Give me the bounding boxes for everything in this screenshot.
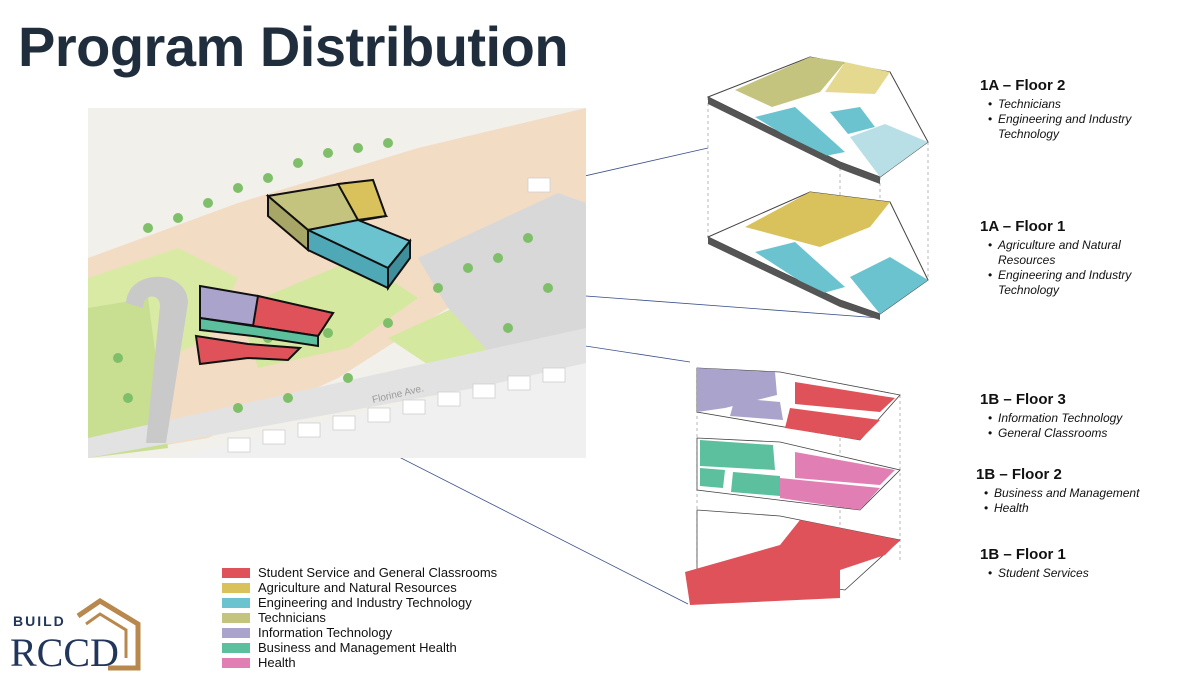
logo-main-text: RCCD (10, 630, 119, 671)
floor-item: Engineering and Industry Technology (988, 112, 1148, 142)
logo-top-text: BUILD (13, 613, 66, 629)
legend-label: Student Service and General Classrooms (258, 565, 498, 580)
floor-item: Information Technology (988, 411, 1122, 426)
floor-item: Health (984, 501, 1139, 516)
legend-swatch (222, 612, 250, 623)
floor-item: Agriculture and Natural Resources (988, 238, 1148, 268)
legend-item: Engineering and Industry Technology (222, 595, 497, 610)
legend-item: Agriculture and Natural Resources (222, 580, 497, 595)
floor-1b-2: 1B – Floor 2 Business and Management Hea… (976, 466, 1139, 516)
legend-label: Information Technology (258, 625, 393, 640)
legend: Student Service and General Classrooms A… (222, 565, 497, 670)
floor-title: 1B – Floor 1 (980, 546, 1066, 563)
floor-item: Student Services (988, 566, 1089, 581)
build-rccd-logo: BUILD RCCD (10, 598, 141, 671)
legend-swatch (222, 597, 250, 608)
legend-label: Business and Management Health (258, 640, 457, 655)
legend-label: Technicians (258, 610, 326, 625)
legend-swatch (222, 657, 250, 668)
floor-1b-3: 1B – Floor 3 Information Technology Gene… (980, 391, 1122, 441)
legend-swatch (222, 627, 250, 638)
legend-swatch (222, 567, 250, 578)
page-title: Program Distribution (18, 15, 569, 78)
floor-title: 1A – Floor 2 (980, 77, 1066, 94)
legend-item: Business and Management Health (222, 640, 497, 655)
legend-swatch (222, 582, 250, 593)
floor-title: 1B – Floor 2 (976, 466, 1062, 483)
legend-item: Technicians (222, 610, 497, 625)
legend-item: Information Technology (222, 625, 497, 640)
site-plan: Florine Ave. (88, 108, 586, 458)
floor-item: Technicians (988, 97, 1148, 112)
legend-item: Health (222, 655, 497, 670)
legend-label: Health (258, 655, 296, 670)
floor-item: General Classrooms (988, 426, 1122, 441)
floor-1a-1: 1A – Floor 1 Agriculture and Natural Res… (980, 218, 1148, 298)
floor-title: 1B – Floor 3 (980, 391, 1066, 408)
legend-swatch (222, 642, 250, 653)
floor-1b-1: 1B – Floor 1 Student Services (980, 546, 1089, 581)
floor-1a-2: 1A – Floor 2 Technicians Engineering and… (980, 77, 1148, 142)
legend-label: Engineering and Industry Technology (258, 595, 472, 610)
legend-item: Student Service and General Classrooms (222, 565, 497, 580)
iso-stack-1a (706, 56, 929, 320)
floor-item: Business and Management (984, 486, 1139, 501)
iso-stack-1b (685, 367, 901, 605)
floor-title: 1A – Floor 1 (980, 218, 1066, 235)
legend-label: Agriculture and Natural Resources (258, 580, 457, 595)
floor-item: Engineering and Industry Technology (988, 268, 1148, 298)
